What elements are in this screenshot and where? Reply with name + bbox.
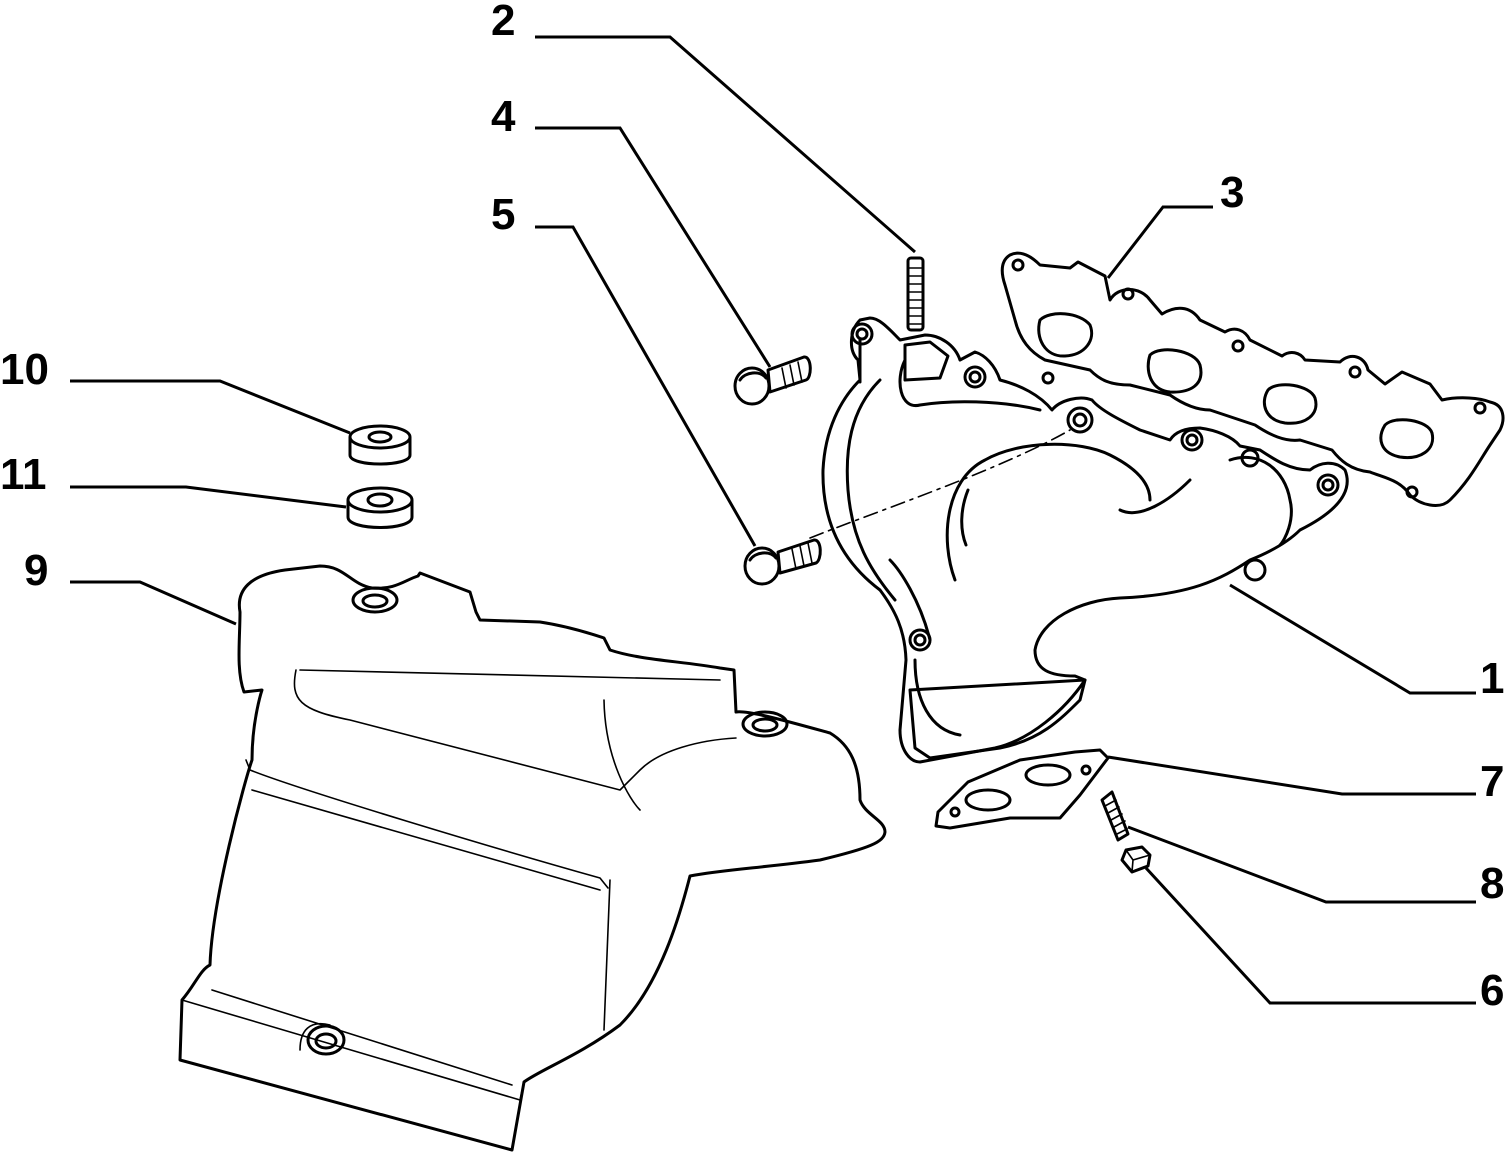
part-7-flange-gasket — [934, 748, 1110, 830]
leader-lines — [70, 35, 1476, 1005]
leader-2 — [535, 35, 916, 254]
callout-7: 7 — [1480, 757, 1504, 806]
callout-1: 1 — [1480, 654, 1504, 703]
part-8-stud — [1100, 790, 1130, 842]
callout-3: 3 — [1220, 168, 1244, 217]
callout-4: 4 — [491, 92, 516, 141]
callout-2: 2 — [491, 0, 515, 45]
callout-8: 8 — [1480, 859, 1504, 908]
leader-9 — [70, 580, 237, 626]
part-10-spacer — [348, 424, 412, 466]
leader-8 — [1127, 825, 1476, 904]
part-11-spacer — [346, 486, 414, 529]
part-4-bolt — [733, 355, 812, 406]
callout-6: 6 — [1480, 966, 1504, 1015]
part-1-exhaust-manifold — [809, 316, 1349, 764]
leader-5 — [535, 225, 757, 547]
part-5-bolt — [743, 538, 822, 586]
leader-1 — [1229, 583, 1476, 695]
leader-11 — [70, 485, 347, 509]
part-9-heat-shield — [178, 564, 887, 1152]
callout-11: 11 — [0, 450, 47, 499]
callout-9: 9 — [24, 546, 48, 595]
callout-5: 5 — [491, 190, 515, 239]
leader-4 — [535, 126, 772, 368]
leader-7 — [1107, 755, 1476, 796]
leader-10 — [70, 379, 351, 435]
leader-3 — [1106, 205, 1213, 279]
leader-6 — [1144, 866, 1476, 1005]
callout-labels: 2 4 5 3 10 11 9 1 7 8 6 — [0, 0, 1504, 1015]
part-2-stud — [906, 256, 925, 332]
part-3-manifold-gasket — [1000, 251, 1505, 507]
callout-10: 10 — [0, 345, 49, 394]
part-6-nut — [1120, 845, 1152, 874]
